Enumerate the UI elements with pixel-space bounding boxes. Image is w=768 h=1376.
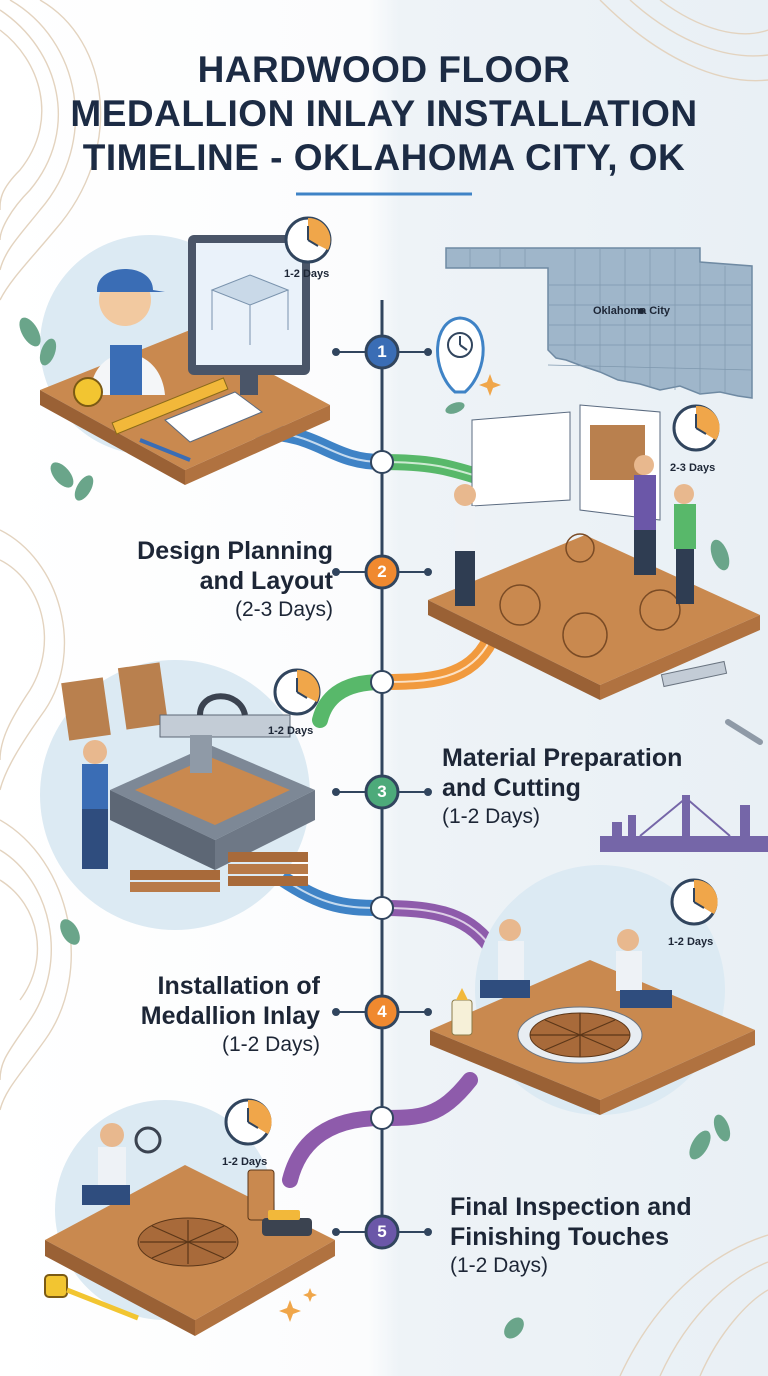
clock-label-4: 1-2 Days [668,936,714,948]
scene-installation [430,865,755,1115]
clock-icon [273,668,321,716]
step-2-text: Design Planning and Layout (2-3 Days) [40,536,333,624]
step-4-text: Installation of Medallion Inlay (1-2 Day… [40,971,320,1059]
step-number-4: 4 [377,1002,387,1021]
page-title-line-1: HARDWOOD FLOOR [197,49,571,90]
magnifier-icon [134,1126,162,1154]
page-title-line-3: TIMELINE - OKLAHOMA CITY, OK [82,137,686,178]
step-nodes [364,334,400,1250]
step-2-duration: (2-3 Days) [234,598,333,621]
step-2-title: Design Planning and Layout [137,537,333,595]
oklahoma-map [445,247,753,399]
step-3-title: Material Preparation and Cutting [442,744,683,802]
scene-planning-floor [428,404,760,700]
map-city-label: Oklahoma City [593,305,671,317]
clock-icon [284,216,332,264]
ruler-icon [660,660,728,688]
clock-label-5: 1-2 Days [222,1156,268,1168]
step-5-text: Final Inspection and Finishing Touches (… [450,1192,750,1280]
step-4-duration: (1-2 Days) [221,1033,320,1056]
sparkle-icon [279,374,501,1322]
clock-icon [672,404,720,452]
tape-measure-icon [44,1274,139,1321]
clock-icon [670,878,718,926]
clock-label-1: 1-2 Days [284,268,330,280]
clock-icon [224,1098,272,1146]
page-title-line-2: MEDALLION INLAY INSTALLATION [70,93,698,134]
step-number-3: 3 [377,782,387,801]
step-number-5: 5 [377,1222,387,1241]
step-number-1: 1 [377,342,387,361]
clock-label-3: 1-2 Days [268,725,314,737]
step-4-title: Installation of Medallion Inlay [140,972,320,1030]
step-number-2: 2 [377,562,387,581]
scene-cnc-cutting [40,660,315,930]
leaf-icon [19,317,731,1339]
skyline-icon [600,795,768,852]
map-pin-icon [436,316,485,394]
step-3-text: Material Preparation and Cutting (1-2 Da… [442,743,742,831]
wrench-icon [725,719,763,745]
scene-final-inspection [45,1100,335,1336]
clock-label-2: 2-3 Days [670,462,716,474]
junction-rings [370,450,394,1130]
step-3-duration: (1-2 Days) [442,805,541,828]
step-5-title: Final Inspection and Finishing Touches [450,1193,692,1251]
step-5-duration: (1-2 Days) [450,1254,549,1277]
city-marker-icon [638,308,644,314]
scene-design-desk [40,235,330,485]
